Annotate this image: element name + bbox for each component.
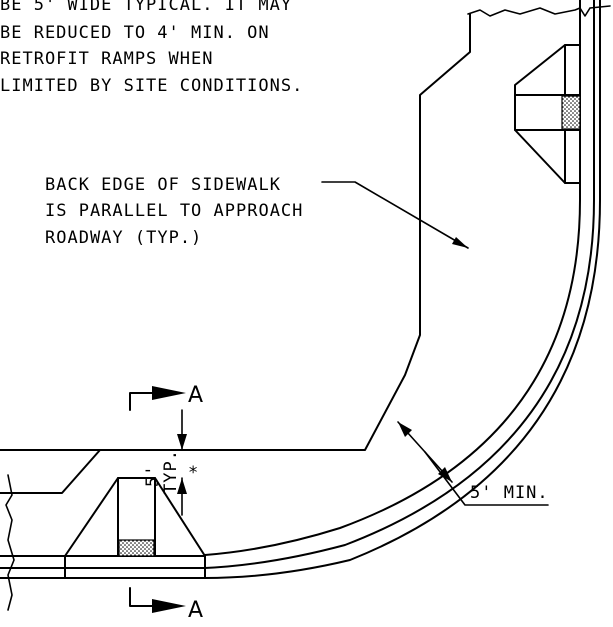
curb-ramp-right <box>514 44 581 184</box>
section-marker-bottom-label: A <box>188 598 203 623</box>
dimension-vertical-asterisk: * <box>188 463 199 483</box>
back-edge-leader <box>321 181 469 249</box>
section-marker-bottom: A <box>129 587 203 623</box>
note-top-line-4: LIMITED BY SITE CONDITIONS. <box>0 76 303 96</box>
curb-return-arc-3 <box>204 182 601 579</box>
dimension-vertical-typ: TYP. <box>161 449 181 494</box>
note-top-line-1: BE 5' WIDE TYPICAL. IT MAY <box>0 0 292 15</box>
note-top-line-2: BE REDUCED TO 4' MIN. ON <box>0 23 270 43</box>
dimension-min: 5' MIN. <box>397 421 549 506</box>
dimension-min-label: 5' MIN. <box>470 483 549 503</box>
section-marker-top: A <box>129 383 203 411</box>
note-top-line-3: RETROFIT RAMPS WHEN <box>0 49 213 69</box>
note-back-edge: BACK EDGE OF SIDEWALK IS PARALLEL TO APP… <box>45 175 303 248</box>
break-line-top <box>467 0 611 17</box>
note-back-edge-line-1: BACK EDGE OF SIDEWALK <box>45 175 281 195</box>
curb-ramp-bottom <box>64 477 206 579</box>
break-line-left <box>5 474 15 611</box>
dimension-vertical-label: 5' <box>143 465 163 487</box>
curb-return-arc-2 <box>204 182 595 569</box>
curb-return-arc-1 <box>204 182 581 556</box>
note-top: BE 5' WIDE TYPICAL. IT MAY BE REDUCED TO… <box>0 0 303 96</box>
dimension-vertical: 5' TYP. * <box>143 409 199 516</box>
sidewalk-back-edge <box>0 13 471 451</box>
section-marker-top-label: A <box>188 383 203 408</box>
note-back-edge-line-3: ROADWAY (TYP.) <box>45 228 202 248</box>
note-back-edge-line-2: IS PARALLEL TO APPROACH <box>45 201 303 221</box>
sidewalk-back-edge-left <box>0 449 101 494</box>
